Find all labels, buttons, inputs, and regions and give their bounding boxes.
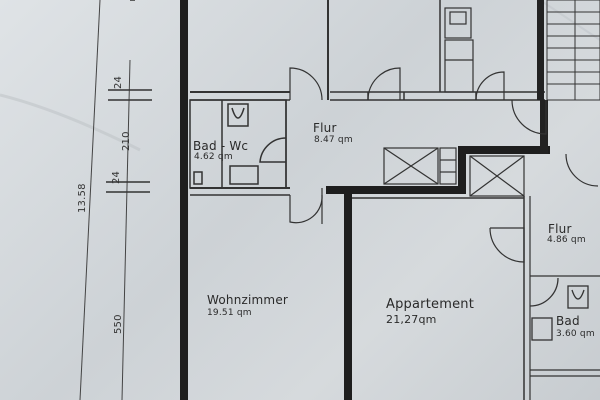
room-area-bad-wc: 4.62 qm (194, 152, 233, 162)
room-name-bad-right: Bad (556, 314, 580, 328)
door-swing (511, 99, 547, 135)
room-name-bad-wc: Bad - Wc (193, 139, 249, 153)
wall (537, 0, 544, 100)
dimension-label: 24 (111, 170, 122, 184)
dimension-label: 13.58 (77, 183, 88, 213)
room-area-bad-right: 3.60 qm (556, 329, 595, 339)
room-area-wohnzimmer: 19.51 qm (207, 308, 252, 318)
bathroom-left (189, 99, 287, 189)
wall (458, 146, 550, 154)
room-name-flur-main: Flur (313, 121, 337, 135)
bathroom-right (529, 275, 600, 377)
wall (180, 0, 188, 400)
door-swing (489, 227, 525, 263)
wall (326, 186, 466, 194)
room-area-flur-main: 8.47 qm (314, 135, 353, 145)
kitchen-unit (444, 7, 474, 93)
wall (458, 146, 466, 194)
door-swing (289, 67, 505, 101)
dimension-line (121, 59, 131, 400)
dimension-label: 24 (113, 75, 124, 89)
room-name-flur-right: Flur (548, 222, 572, 236)
room-area-flur-right: 4.86 qm (547, 235, 586, 245)
wall (540, 100, 548, 154)
room-name-appartement: Appartement (386, 297, 475, 312)
staircase (546, 0, 600, 101)
door-swing (289, 194, 323, 224)
dimension-label: 550 (113, 314, 124, 334)
paper-fold (0, 93, 141, 152)
room-name-wohnzimmer: Wohnzimmer (207, 293, 289, 307)
wall (344, 194, 352, 400)
door-swing (565, 153, 599, 187)
dimension-label: 210 (121, 131, 132, 151)
paper-fold (539, 0, 600, 41)
room-area-appartement: 21,27qm (386, 313, 437, 326)
dimension-line (79, 0, 101, 400)
shaft (383, 147, 525, 197)
